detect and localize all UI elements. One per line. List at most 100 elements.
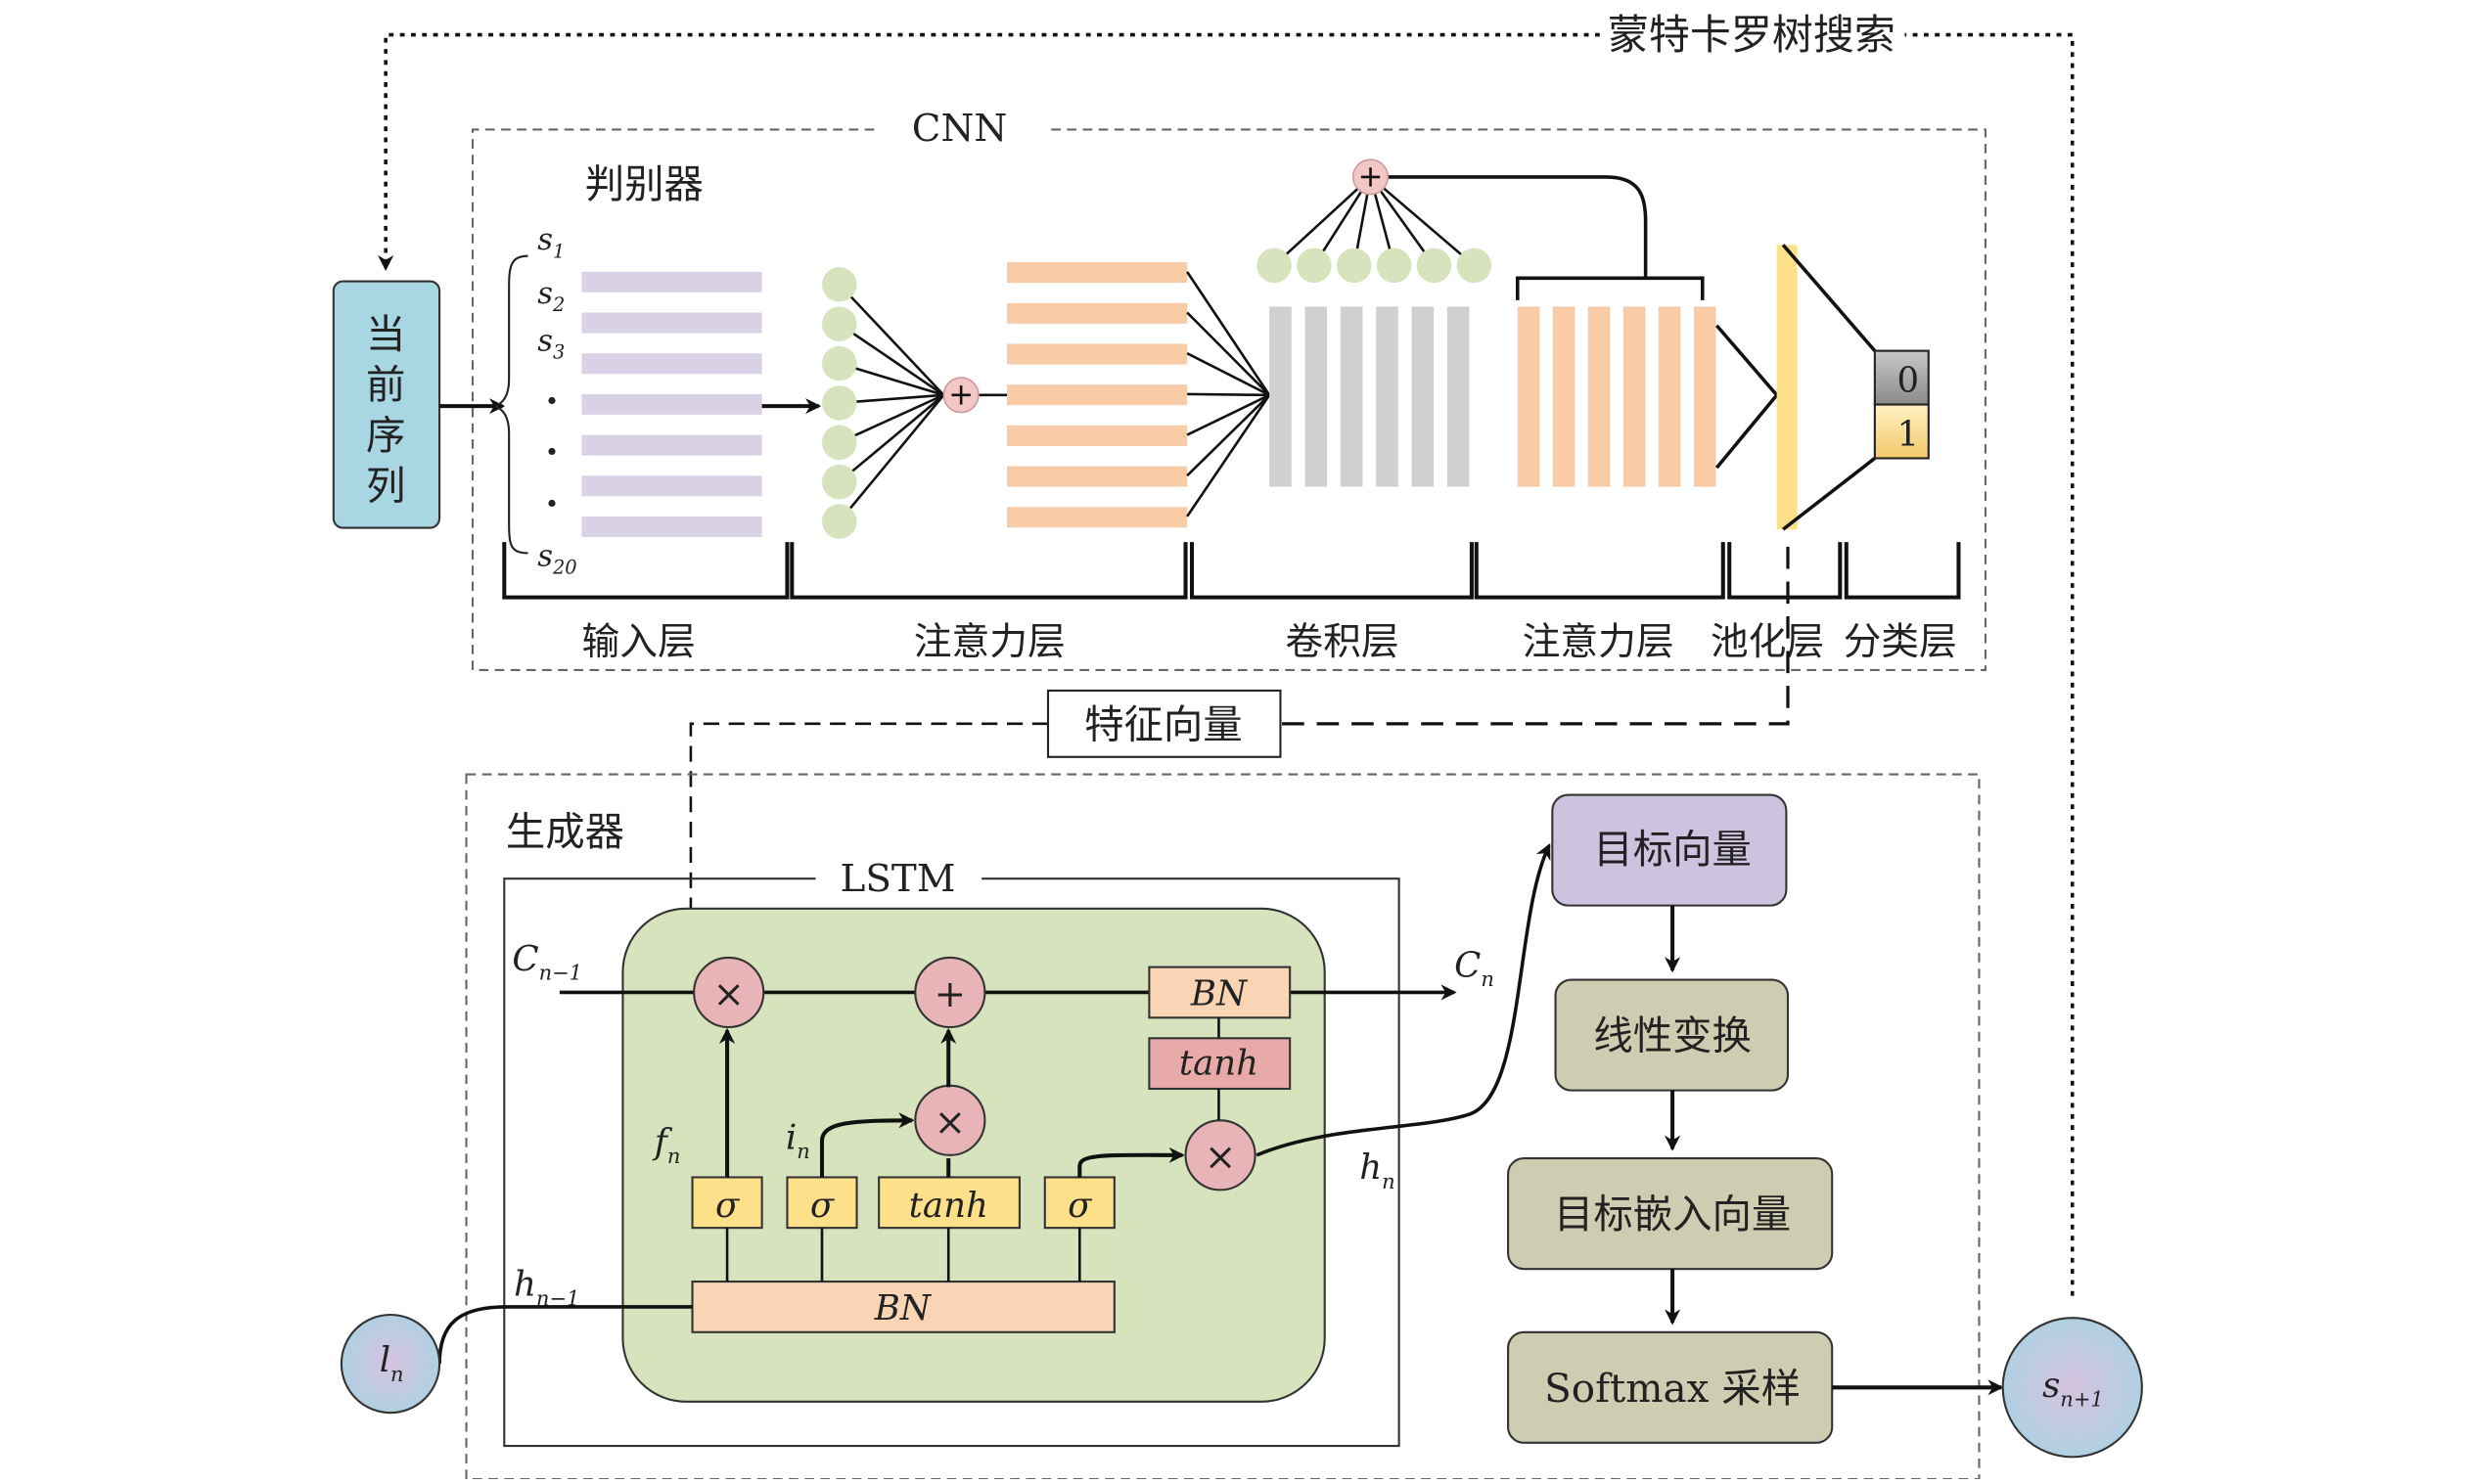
svg-text:Softmax 采样: Softmax 采样 bbox=[1544, 1366, 1801, 1412]
seq-dot-2: · bbox=[545, 430, 559, 474]
svg-text:×: × bbox=[712, 972, 744, 1016]
generator-title: 生成器 bbox=[506, 809, 624, 855]
cnn-frame: CNN 判别器 bbox=[471, 107, 1986, 671]
gate-connectors bbox=[719, 1027, 1185, 1282]
attention-node bbox=[822, 464, 857, 500]
attention-column bbox=[1658, 306, 1681, 487]
attention-layer-1 bbox=[822, 262, 1188, 539]
svg-text:σ: σ bbox=[1068, 1186, 1093, 1226]
cnn-frame-label: CNN bbox=[912, 107, 1007, 151]
attention-node bbox=[1456, 247, 1492, 284]
cell-add-op: + bbox=[914, 956, 986, 1029]
cell-state: Cn−1 Cn bbox=[512, 939, 1494, 1001]
svg-text:线性变换: 线性变换 bbox=[1593, 1013, 1751, 1059]
current-seq-char-1: 当 bbox=[366, 311, 405, 357]
svg-text:目标向量: 目标向量 bbox=[1593, 827, 1751, 873]
input-bars bbox=[581, 271, 762, 537]
feature-vector-label: 特征向量 bbox=[1084, 701, 1243, 747]
class-output: 0 1 bbox=[1873, 349, 1930, 460]
attention-bar bbox=[1007, 262, 1188, 284]
svg-text:tanh: tanh bbox=[909, 1186, 988, 1226]
input-bar bbox=[581, 353, 762, 375]
forget-mul-op: × bbox=[693, 956, 765, 1029]
linear-transform-box: 线性变换 bbox=[1554, 978, 1790, 1092]
svg-text:×: × bbox=[935, 1101, 966, 1145]
svg-text:目标嵌入向量: 目标嵌入向量 bbox=[1554, 1192, 1791, 1237]
current-seq-char-3: 序 bbox=[366, 413, 405, 459]
discriminator-title: 判别器 bbox=[585, 161, 704, 207]
current-seq-char-2: 前 bbox=[366, 362, 405, 408]
layer-braces bbox=[502, 542, 1961, 600]
seq-s2: s2 bbox=[537, 277, 565, 316]
seq-s20: s20 bbox=[537, 539, 576, 578]
input-bar bbox=[581, 271, 762, 292]
target-vector-box: 目标向量 bbox=[1551, 793, 1788, 907]
attention-column bbox=[1552, 306, 1576, 487]
seq-dot-1: · bbox=[545, 380, 559, 424]
h-in-line bbox=[437, 1305, 693, 1365]
h-out-line bbox=[1256, 843, 1551, 1157]
attention-node bbox=[822, 267, 857, 302]
output-gate: σ bbox=[1043, 1176, 1116, 1230]
input-bar bbox=[581, 516, 762, 537]
attention-bar bbox=[1007, 384, 1188, 406]
conv-column bbox=[1269, 306, 1292, 487]
lstm-cell bbox=[621, 907, 1326, 1403]
h-in-label: hn−1 bbox=[514, 1265, 579, 1311]
svg-text:σ: σ bbox=[715, 1186, 741, 1226]
attention-node bbox=[822, 345, 857, 382]
input-bar bbox=[581, 434, 762, 456]
seq-s3: s3 bbox=[537, 325, 565, 364]
attention-node bbox=[1297, 247, 1332, 284]
attention-bar bbox=[1007, 466, 1188, 487]
layer-brace bbox=[502, 542, 790, 600]
input-bar bbox=[581, 393, 762, 415]
layer-label-pooling: 池化层 bbox=[1711, 620, 1824, 664]
class-0-box bbox=[1873, 349, 1930, 406]
input-bar bbox=[581, 312, 762, 334]
attention-bar bbox=[1007, 302, 1188, 324]
layer-brace bbox=[1474, 542, 1725, 600]
attention-node bbox=[1376, 247, 1412, 284]
conv-column bbox=[1340, 306, 1363, 487]
attention-node bbox=[1416, 247, 1452, 284]
input-layer: s1 s2 s3 · · · s20 bbox=[494, 223, 762, 578]
input-bar bbox=[581, 475, 762, 497]
attention-node bbox=[822, 425, 857, 461]
attention-column bbox=[1622, 306, 1646, 487]
attention-bar bbox=[1007, 425, 1188, 446]
attention-node bbox=[1336, 247, 1372, 284]
attention-column bbox=[1587, 306, 1611, 487]
layer-brace bbox=[1844, 542, 1961, 600]
s-next-node: sn+1 bbox=[2001, 1317, 2143, 1459]
ln-node: ln bbox=[340, 1313, 441, 1415]
c-in-label: Cn−1 bbox=[512, 939, 582, 985]
mcts-loop: 蒙特卡罗树搜索 bbox=[378, 11, 2075, 1296]
class-0-label: 0 bbox=[1896, 361, 1919, 401]
input-bn-box: BN bbox=[691, 1281, 1116, 1333]
class-1-box bbox=[1873, 403, 1930, 460]
conv-layer bbox=[1186, 271, 1470, 517]
attention-node bbox=[1256, 247, 1292, 284]
svg-text:BN: BN bbox=[874, 1288, 933, 1328]
h-out-label: hn bbox=[1359, 1147, 1394, 1193]
forget-gate: σ bbox=[691, 1176, 763, 1230]
conv-column bbox=[1446, 306, 1470, 487]
f-gate-label: fn bbox=[652, 1122, 681, 1168]
attention-node bbox=[822, 306, 857, 341]
layer-label-attention-2: 注意力层 bbox=[1523, 620, 1674, 664]
layer-labels: 输入层 注意力层 卷积层 注意力层 池化层 分类层 bbox=[581, 620, 1956, 664]
attention-bar bbox=[1007, 507, 1188, 528]
svg-text:σ: σ bbox=[810, 1186, 836, 1226]
attention-node bbox=[822, 504, 857, 539]
current-seq-char-4: 列 bbox=[366, 463, 405, 509]
layer-brace bbox=[1189, 542, 1474, 600]
seq-s1: s1 bbox=[537, 223, 565, 262]
attention-layer-2 bbox=[1256, 158, 1716, 487]
pooling-layer bbox=[1714, 244, 1877, 531]
attention-column bbox=[1693, 306, 1716, 487]
current-sequence-node: 当 前 序 列 bbox=[332, 280, 441, 529]
layer-label-attention-1: 注意力层 bbox=[914, 620, 1066, 664]
